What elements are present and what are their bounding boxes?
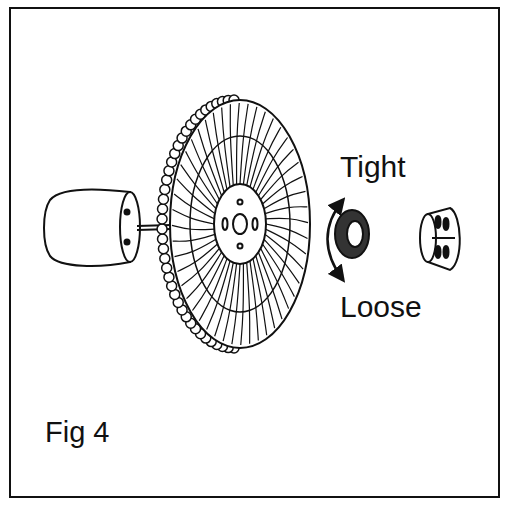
hub-hole [223, 218, 228, 230]
blade-spoke [240, 104, 248, 184]
blade-spoke [222, 107, 230, 187]
direction-label: Loose [340, 292, 422, 322]
blade-spoke [215, 263, 234, 337]
hub-hole [233, 214, 247, 234]
rim-bead [158, 234, 168, 244]
blade-spoke [187, 252, 222, 298]
rim-bead [160, 185, 170, 195]
blade-spoke [253, 127, 281, 189]
blade-spoke [232, 264, 240, 344]
blade-spoke [250, 119, 273, 187]
blade-spoke [247, 112, 266, 186]
blade-spoke [241, 264, 244, 345]
blade-spoke [265, 207, 307, 214]
rim-bead [160, 253, 170, 263]
rim-bead [162, 263, 172, 273]
rim-bead [157, 224, 167, 234]
blade-spoke [172, 210, 214, 224]
fan-blade [157, 95, 310, 353]
blade-spoke [264, 191, 305, 208]
blade-spoke [230, 104, 233, 185]
blade-spoke [181, 165, 216, 209]
blade-rim [170, 100, 310, 348]
direction-label: Tight [340, 152, 406, 182]
washer [335, 210, 369, 258]
frame-border [10, 8, 499, 497]
rim-bead [157, 214, 167, 224]
blade-spoke [258, 149, 293, 195]
blade-spoke [174, 194, 214, 219]
rotation-arrow [328, 200, 344, 280]
rim-bead [164, 272, 174, 282]
rim-bead [158, 244, 168, 254]
blade-ring [190, 136, 290, 312]
blade-spoke [247, 263, 250, 344]
blade-spoke [177, 179, 215, 214]
hub-hole [253, 218, 258, 230]
blade-spoke [173, 234, 215, 241]
hub-hole [238, 244, 243, 249]
blade-spoke [264, 239, 299, 283]
blade-spoke [263, 176, 303, 204]
spinner-cap [420, 208, 460, 270]
blade-spoke [186, 151, 218, 204]
blade-spoke [250, 261, 258, 341]
rim-bead [158, 194, 168, 204]
blade-spoke [266, 218, 308, 222]
blade-spoke [205, 120, 224, 192]
blade-spoke [256, 138, 288, 193]
blade-hub [214, 184, 266, 264]
rim-bead [162, 175, 172, 185]
blade-spoke [261, 248, 289, 308]
blade-spoke [265, 234, 303, 269]
blade-spoke [191, 139, 219, 199]
blade-spoke [266, 229, 306, 254]
figure-caption: Fig 4 [45, 418, 109, 447]
hub-hole [238, 200, 243, 205]
blade-spoke [237, 103, 240, 184]
blade-spoke [266, 224, 308, 238]
blade-spoke [172, 225, 214, 229]
rim-bead [158, 204, 168, 214]
blade-spoke [175, 239, 216, 256]
blade-spoke [207, 261, 230, 329]
blade-spoke [199, 259, 227, 321]
blade-spoke [177, 244, 217, 272]
blade-spoke [192, 256, 224, 311]
blade-spoke [263, 244, 295, 297]
blade-spoke [256, 256, 275, 328]
